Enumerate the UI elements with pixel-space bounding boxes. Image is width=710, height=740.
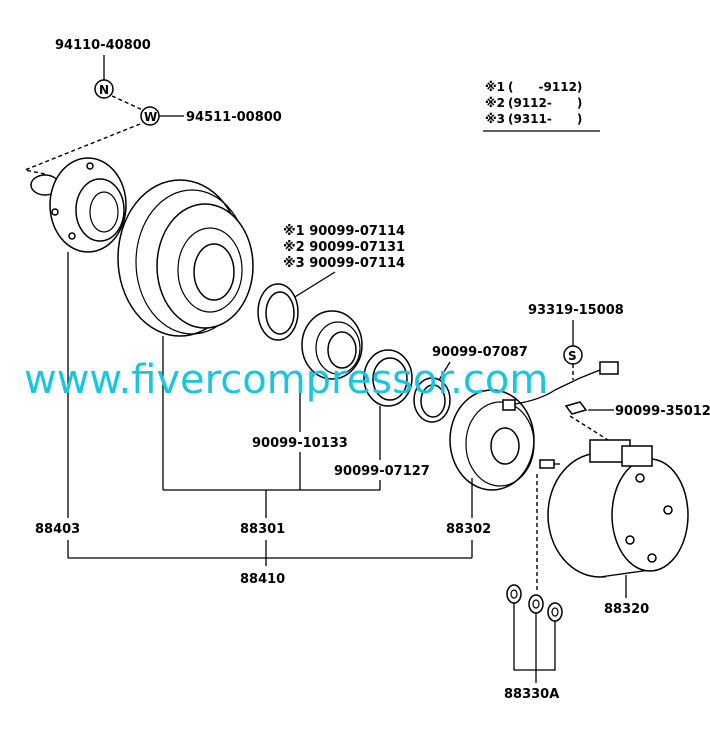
- snap-ring-2-inner: [372, 357, 408, 401]
- part-number-90099-07127: 90099-07127: [334, 464, 430, 479]
- nut-marker-letter: N: [99, 83, 109, 97]
- compressor-valve-block-2: [621, 445, 653, 467]
- bearing-drawing: [301, 310, 363, 380]
- compressor-shaft: [539, 459, 555, 469]
- pulley-drawing: [117, 179, 254, 337]
- watermark-text: www.fivercompressor.com: [24, 357, 548, 403]
- part-number-88403: 88403: [35, 522, 80, 537]
- nut-marker-icon: [94, 79, 114, 99]
- part-number-90099-07114-a: ※1 90099-07114: [283, 224, 405, 239]
- hub-hole-3: [68, 232, 76, 240]
- bearing-inner: [327, 331, 357, 369]
- part-number-90099-10133: 90099-10133: [252, 436, 348, 451]
- field-coil-bore: [490, 427, 520, 465]
- legend-row-3-range: (9311- ): [508, 112, 582, 126]
- part-number-88330A: 88330A: [504, 687, 559, 702]
- part-number-88320: 88320: [604, 602, 649, 617]
- hub-hole-1: [86, 162, 94, 170]
- assembly-brackets: 88403 90099-10133 90099-07127 88301 8830…: [35, 252, 491, 587]
- part-number-90099-07114-b: ※3 90099-07114: [283, 256, 405, 271]
- bearing-mid: [315, 321, 361, 375]
- part-number-94511-00800: 94511-00800: [186, 110, 282, 125]
- leader-snap-ring-1: [289, 271, 336, 301]
- snap-ring-drawing: [257, 283, 299, 341]
- part-number-88302: 88302: [446, 522, 491, 537]
- compressor-bolt-4: [647, 553, 657, 563]
- legend-row-1-mark: ※1: [485, 80, 505, 94]
- part-number-88410: 88410: [240, 572, 285, 587]
- pulley-bore: [193, 243, 235, 301]
- nut-washer-group: 94110-40800 N W 94511-00800: [22, 38, 282, 175]
- o-ring-3-hole: [551, 607, 559, 617]
- part-number-90099-07087: 90099-07087: [432, 345, 528, 360]
- part-number-93319-15008: 93319-15008: [528, 303, 624, 318]
- o-ring-2-hole: [532, 599, 540, 609]
- compressor-drawing: [539, 439, 689, 578]
- washer-marker-letter: W: [144, 110, 157, 124]
- field-coil-connector: [599, 361, 619, 375]
- hub-hole-2: [51, 208, 59, 216]
- compressor-bolt-3: [625, 535, 635, 545]
- clip-icon: [564, 401, 588, 415]
- date-legend: ※1 ( -9112) ※2 (9112- ) ※3 (9311- ): [483, 80, 600, 132]
- clutch-hub-drawing: [30, 157, 127, 253]
- o-ring-1-hole: [510, 589, 518, 599]
- snap-ring-3-drawing: [413, 377, 451, 423]
- bracket-88330A: [513, 603, 556, 671]
- o-ring-2: [528, 594, 544, 614]
- dashed-link-nut-washer: [111, 95, 146, 112]
- legend-row-3-mark: ※3: [485, 112, 505, 126]
- part-number-90099-07131: ※2 90099-07131: [283, 240, 405, 255]
- pulley-bore-outer: [177, 227, 243, 313]
- legend-row-2-mark: ※2: [485, 96, 505, 110]
- o-rings-drawing: [506, 584, 563, 622]
- o-ring-1: [506, 584, 522, 604]
- screw-marker-letter: S: [568, 349, 577, 363]
- hub-plate-center: [89, 191, 119, 233]
- field-coil-drawing: [449, 361, 619, 491]
- snap-ring-inner: [265, 291, 295, 335]
- o-ring-3: [547, 602, 563, 622]
- compressor-bolt-1: [635, 473, 645, 483]
- part-number-88301: 88301: [240, 522, 285, 537]
- compressor-bolt-2: [663, 505, 673, 515]
- compressor-body-bottom-edge: [599, 569, 651, 578]
- field-coil-terminal: [502, 399, 516, 411]
- legend-row-2-range: (9112- ): [508, 96, 582, 110]
- part-number-90099-35012: 90099-35012: [615, 404, 710, 419]
- hub-plate-inner: [75, 178, 125, 242]
- snap-ring-2-drawing: [363, 349, 413, 407]
- field-coil-face: [465, 401, 535, 487]
- dashed-link-clip: [569, 415, 609, 441]
- legend-row-1-range: ( -9112): [508, 80, 582, 94]
- part-number-94110-40800: 94110-40800: [55, 38, 151, 53]
- field-coil-wire: [514, 369, 601, 405]
- snap-ring-3-inner: [420, 384, 446, 418]
